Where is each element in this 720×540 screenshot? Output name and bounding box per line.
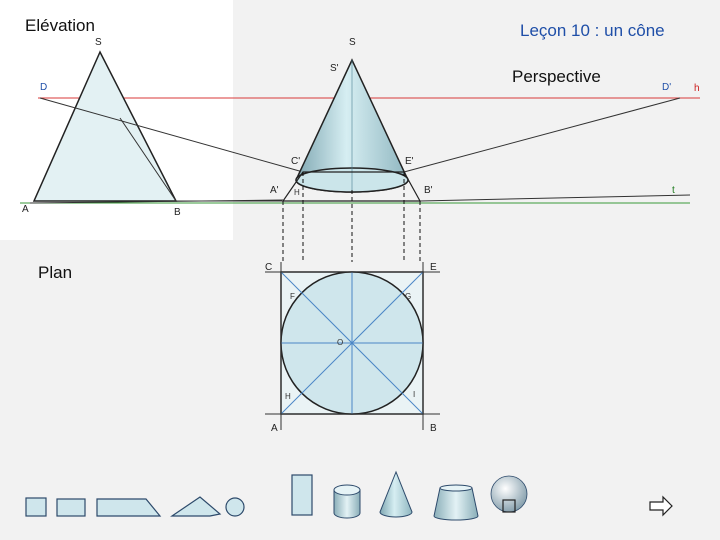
shape-tall-prism-icon[interactable] bbox=[291, 474, 313, 516]
label-d-prime: D' bbox=[662, 82, 672, 93]
construction-line-d-c bbox=[39, 97, 304, 173]
construction-line-e-d bbox=[403, 97, 681, 173]
construction-line-sb bbox=[119, 117, 177, 202]
shape-sphere-icon[interactable] bbox=[225, 497, 245, 517]
label-h-prime: H bbox=[294, 188, 300, 197]
perspective-title: Perspective bbox=[512, 67, 601, 86]
label-c-plan: C bbox=[265, 262, 273, 273]
shape-cube-icon[interactable] bbox=[25, 497, 47, 517]
shape-cone-icon[interactable] bbox=[379, 470, 413, 518]
label-h-plan: H bbox=[285, 392, 291, 401]
label-d: D bbox=[40, 82, 48, 93]
shape-trapezoid-prism-icon[interactable] bbox=[96, 498, 162, 517]
label-e-plan: E bbox=[430, 262, 437, 273]
label-f-plan: F bbox=[290, 292, 295, 301]
shape-triangular-prism-icon[interactable] bbox=[170, 496, 222, 517]
label-o-plan: O bbox=[337, 338, 344, 347]
next-arrow-icon[interactable] bbox=[649, 495, 673, 517]
label-a-elevation: A bbox=[22, 204, 29, 215]
shape-rectangular-prism-icon[interactable] bbox=[56, 498, 86, 517]
elevation-triangle bbox=[32, 50, 178, 202]
label-s-elevation: S bbox=[95, 37, 102, 48]
label-s-perspective: S bbox=[349, 37, 356, 48]
label-b-prime: B' bbox=[424, 185, 433, 196]
shape-cylinder-icon[interactable] bbox=[333, 484, 361, 519]
label-h: h bbox=[694, 83, 700, 94]
label-c-prime: C' bbox=[291, 156, 301, 167]
label-t: t bbox=[672, 185, 675, 196]
shape-truncated-cone-icon[interactable] bbox=[433, 484, 479, 521]
label-e-prime: E' bbox=[405, 156, 414, 167]
label-s-prime: S' bbox=[330, 63, 339, 74]
label-b-plan: B bbox=[430, 423, 437, 434]
label-b-elevation: B bbox=[174, 207, 181, 218]
construction-line-b-h bbox=[419, 194, 691, 202]
plan-title: Plan bbox=[38, 263, 73, 282]
shape-sphere-box-icon[interactable] bbox=[490, 475, 528, 513]
label-a-plan: A bbox=[271, 423, 278, 434]
lesson-title: Leçon 10 : un cône bbox=[520, 21, 665, 40]
label-g-plan: G bbox=[405, 292, 412, 301]
label-a-prime: A' bbox=[270, 185, 279, 196]
elevation-title: Elévation bbox=[25, 16, 95, 35]
label-i-plan: I bbox=[413, 390, 416, 399]
